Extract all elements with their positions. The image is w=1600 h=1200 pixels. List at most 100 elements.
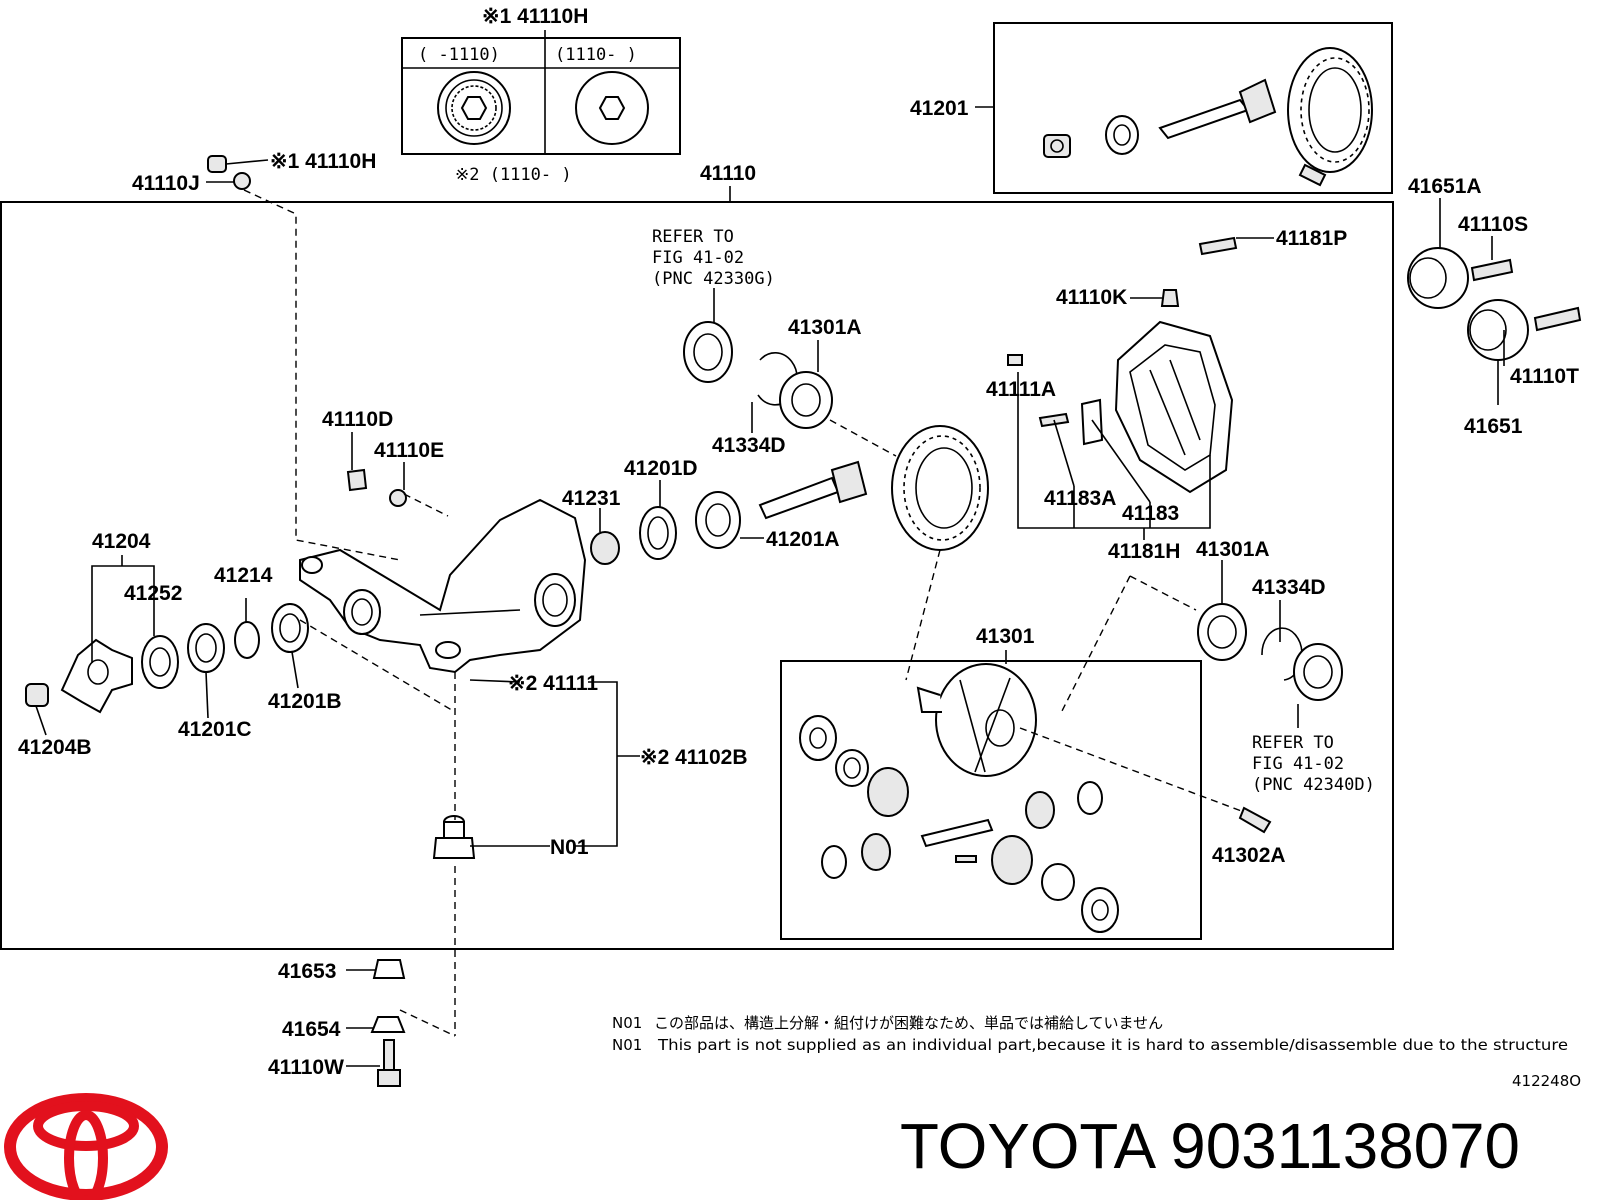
side-washer-icon (835, 749, 869, 787)
inset-right-header: (1110- ) (555, 45, 637, 65)
diagram-id: 412248O (1512, 1072, 1581, 1090)
label-41334d-top: 41334D (712, 434, 786, 457)
oil-slinger-icon (234, 621, 260, 659)
washer-with-text-icon (437, 71, 511, 145)
stopper-lower-icon (370, 1016, 406, 1033)
rear-cover-icon (1114, 320, 1234, 494)
gasket-washer-icon (389, 489, 407, 507)
refer-top-line1: REFER TO (652, 227, 734, 247)
thrust-washer-icon (799, 715, 837, 761)
refer-bottom-line1: REFER TO (1252, 733, 1334, 753)
label-41102b: ※2 41102B (640, 746, 748, 769)
stopper-icon (372, 959, 406, 979)
washer-variant-inset (401, 37, 681, 155)
label-41201b: 41201B (268, 690, 342, 713)
label-41110k: 41110K (1056, 286, 1127, 309)
label-41651a: 41651A (1408, 175, 1482, 198)
spacer-icon (590, 531, 620, 565)
thrust-washer-right-icon (1081, 887, 1119, 933)
label-41111a: 41111A (986, 378, 1056, 401)
label-41110h-side: ※1 41110H (270, 150, 376, 173)
dynamic-damper-icon (1407, 247, 1469, 309)
case-bolt-icon (1238, 806, 1272, 834)
refer-top-line2: FIG 41-02 (652, 248, 744, 268)
label-41654: 41654 (282, 1018, 341, 1041)
pinion-gear-icon (861, 833, 891, 871)
label-41110e: 41110E (374, 439, 444, 462)
label-41110: 41110 (700, 162, 756, 185)
label-41201d: 41201D (624, 457, 698, 480)
companion-flange-icon (60, 638, 133, 714)
side-gear-icon (867, 767, 909, 817)
ring-gear-main-icon (891, 425, 989, 551)
side-washer-right-icon (1041, 863, 1075, 901)
damper-bolt-lower-icon (1533, 306, 1582, 332)
label-41110t: 41110T (1510, 365, 1579, 388)
refer-bottom-line2: FIG 41-02 (1252, 754, 1344, 774)
refer-top-line3: (PNC 42330G) (652, 269, 775, 289)
ring-pinion-kit-frame (993, 22, 1393, 194)
flange-nut-icon (25, 683, 49, 707)
vent-plug-icon (346, 468, 368, 492)
side-gear-right-icon (991, 835, 1033, 885)
label-41252: 41252 (124, 582, 182, 605)
note-en-text: This part is not supplied as an individu… (657, 1036, 1568, 1054)
differential-case-frame (780, 660, 1202, 940)
label-41110h-top: ※1 41110H (482, 5, 588, 28)
breather-plug-icon (1160, 289, 1180, 307)
label-41110s: 41110S (1458, 213, 1528, 236)
front-bearing-icon (187, 623, 225, 673)
label-41183: 41183 (1122, 502, 1179, 525)
front-outer-race-icon (271, 603, 309, 653)
differential-case-icon (916, 663, 1037, 777)
assembly-dashed-lines (243, 189, 1245, 1037)
label-41110j: 41110J (132, 172, 200, 195)
label-41204b: 41204B (18, 736, 92, 759)
drive-pinion-main-icon (758, 460, 868, 520)
toyota-logo-icon (4, 1093, 168, 1200)
inset-note-2: ※2 (1110- ) (455, 165, 572, 185)
label-41183a: 41183A (1044, 487, 1116, 510)
leader-lines (35, 30, 1505, 1067)
ring-gear-icon (1287, 47, 1373, 173)
label-41111: ※2 41111 (508, 672, 598, 695)
part-caption: TOYOTA 9031138070 (900, 1110, 1520, 1182)
label-41201a: 41201A (766, 528, 840, 551)
pinion-rear-bearing-icon (695, 491, 741, 549)
note-jp-code: N01 (612, 1014, 642, 1032)
ring-gear-bolt-icon (1298, 163, 1327, 187)
label-n01: N01 (550, 836, 589, 859)
label-41181h: 41181H (1108, 540, 1180, 563)
side-oil-seal-upper-icon (683, 321, 733, 383)
label-41301a-top: 41301A (788, 316, 862, 339)
mount-bolt-icon (377, 1039, 401, 1087)
label-41301a-bottom: 41301A (1196, 538, 1270, 561)
label-41651: 41651 (1464, 415, 1523, 438)
cover-bolt-icon (1198, 236, 1238, 256)
side-oil-seal-lower-icon (1293, 643, 1343, 701)
refer-bottom-line3: (PNC 42340D) (1252, 775, 1375, 795)
damper-bolt-icon (1470, 258, 1514, 282)
plug-gasket-icon (233, 172, 251, 190)
oil-seal-front-icon (141, 635, 179, 689)
pinion-nut-icon (1043, 134, 1071, 158)
plain-washer-icon (575, 71, 649, 145)
label-41214: 41214 (214, 564, 273, 587)
pinion-gear-right-icon (1025, 791, 1055, 829)
note-jp-text: この部品は、構造上分解・組付けが困難なため、単品では補給していません (654, 1014, 1163, 1032)
fill-plug-icon (207, 155, 227, 173)
label-41201c: 41201C (178, 718, 252, 741)
label-41201: 41201 (910, 97, 969, 120)
mount-bushing-icon (432, 815, 476, 859)
label-41301: 41301 (976, 625, 1035, 648)
label-41231: 41231 (562, 487, 621, 510)
carrier-housing-icon (299, 498, 587, 674)
pinion-shim-icon (639, 506, 677, 560)
pinion-shaft-icon (920, 818, 994, 848)
main-assembly-frame (0, 201, 1394, 950)
label-41334d-bottom: 41334D (1252, 576, 1326, 599)
label-41181p: 41181P (1276, 227, 1347, 250)
bracket-icon (1080, 398, 1104, 446)
side-bearing-lower-icon (1197, 603, 1247, 661)
